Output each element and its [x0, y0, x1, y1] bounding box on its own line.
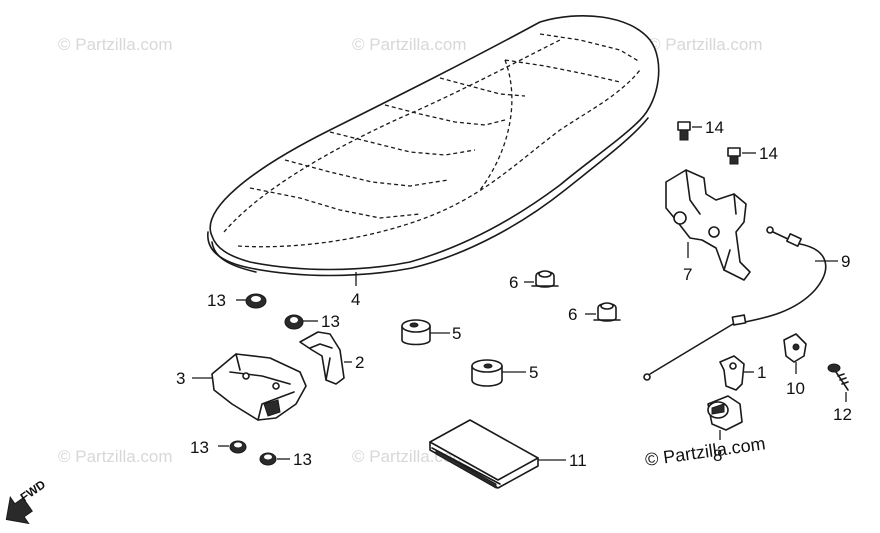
- callout-cushion-5-b: 5: [529, 363, 538, 382]
- cushion-6-b: [593, 302, 621, 322]
- callout-nut-13-d: 13: [293, 450, 312, 469]
- bolt-14-b: [727, 147, 741, 165]
- callout-seat: 4: [351, 290, 360, 309]
- bracket-illustration: [665, 169, 751, 281]
- callout-seat-latch: 3: [176, 369, 185, 388]
- lock-holder-illustration: [783, 333, 807, 363]
- cushion-6-a: [531, 270, 559, 288]
- bolt-14-a: [677, 121, 691, 141]
- cushion-5-a: [401, 319, 431, 346]
- cushion-5-b: [471, 359, 503, 387]
- seat-lock-illustration: [707, 395, 743, 431]
- nut-13-b: [284, 314, 304, 330]
- callout-seat-lock: 8: [713, 446, 722, 465]
- callout-manual-bag: 11: [569, 451, 587, 470]
- watermark: © Partzilla.com: [352, 35, 467, 54]
- callout-lock-spring: 1: [757, 363, 766, 382]
- callout-cushion-6-b: 6: [568, 305, 577, 324]
- callout-screw: 12: [833, 405, 852, 424]
- seat-illustration: [207, 14, 660, 277]
- fwd-label: FWD: [18, 477, 49, 504]
- watermark: © Partzilla.com: [58, 447, 173, 466]
- nut-13-a: [245, 293, 267, 309]
- callout-seat-hook: 2: [355, 353, 364, 372]
- lock-spring-illustration: [719, 355, 745, 391]
- screw-illustration: [827, 363, 849, 391]
- lock-cable-illustration: [643, 226, 827, 381]
- callout-bolt-14-b: 14: [759, 144, 778, 163]
- callout-nut-13-a: 13: [207, 291, 226, 310]
- callout-lock-cable: 9: [841, 252, 850, 271]
- callout-nut-13-c: 13: [190, 438, 209, 457]
- seat-hook-illustration: [299, 331, 345, 385]
- copyright-text: © Partzilla.com: [644, 433, 767, 470]
- seat-latch-illustration: [211, 353, 307, 421]
- callout-cushion-5-a: 5: [452, 324, 461, 343]
- nut-13-c: [229, 440, 247, 454]
- manual-bag-illustration: [429, 419, 539, 489]
- callout-lock-holder: 10: [786, 379, 805, 398]
- watermark: © Partzilla.com: [648, 35, 763, 54]
- nut-13-d: [259, 452, 277, 466]
- fwd-arrow: FWD: [5, 477, 49, 525]
- callout-bracket: 7: [683, 265, 692, 284]
- callout-nut-13-b: 13: [321, 312, 340, 331]
- callout-bolt-14-a: 14: [705, 118, 724, 137]
- watermark: © Partzilla.com: [58, 35, 173, 54]
- callout-cushion-6-a: 6: [509, 273, 518, 292]
